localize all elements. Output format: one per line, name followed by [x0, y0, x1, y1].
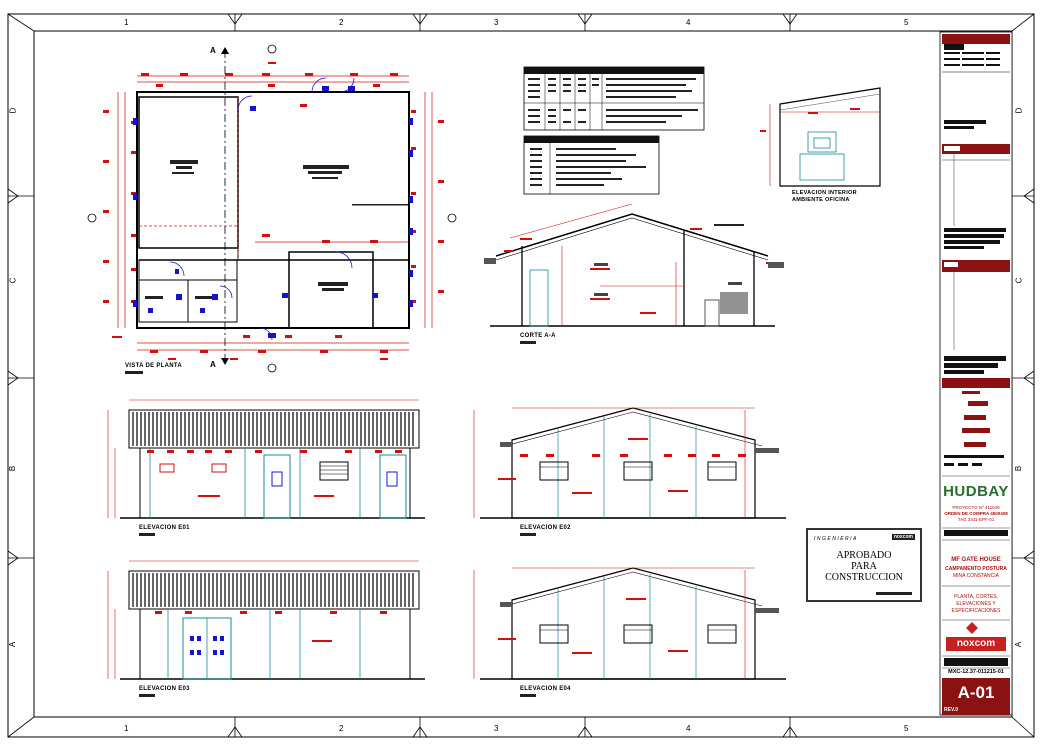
stamp-text: APROBADO PARA CONSTRUCCION	[808, 550, 920, 583]
section-a-a	[484, 203, 784, 327]
stamp-line-2: PARA	[851, 561, 877, 572]
grid-row-a-left: A	[8, 641, 18, 648]
client-logo: HUDBAY	[942, 482, 1010, 502]
project-subtitle-1: CAMPAMENTO POSTURA	[945, 566, 1007, 572]
spec-tables	[523, 66, 705, 195]
plan-view-label: VISTA DE PLANTA	[125, 363, 183, 369]
grid-col-1-top: 1	[124, 18, 129, 27]
approval-stamp: INGENIERIA noxcom APROBADO PARA CONSTRUC…	[806, 528, 922, 602]
elevation-e03-label: ELEVACION E03	[139, 686, 190, 692]
grid-col-4-top: 4	[686, 18, 691, 27]
revision: REV.0	[944, 707, 958, 713]
elevation-e04	[473, 567, 786, 680]
grid-col-5-bottom: 5	[904, 724, 909, 733]
stamp-signature-bar	[876, 592, 912, 595]
floor-plan	[87, 44, 457, 373]
cut-marker-top: A	[210, 46, 216, 55]
interior-elevation-label: ELEVACION INTERIOR AMBIENTE OFICINA	[792, 190, 876, 204]
section-view-label: CORTE A-A	[520, 333, 556, 339]
drawing-title-2: ELEVACIONES Y	[956, 601, 996, 607]
stamp-logo: noxcom	[891, 534, 915, 540]
project-title: MF GATE HOUSE	[951, 557, 1001, 563]
drawing-title-1: PLANTA, CORTES,	[954, 594, 998, 600]
grid-col-2-top: 2	[339, 18, 344, 27]
grid-row-a-right: A	[1014, 641, 1024, 648]
grid-col-2-bottom: 2	[339, 724, 344, 733]
grid-row-b-right: B	[1014, 465, 1024, 472]
stamp-line-1: APROBADO	[836, 550, 892, 561]
elevation-e04-label: ELEVACION E04	[520, 686, 571, 692]
contractor-logo: noxcom	[946, 637, 1006, 651]
interior-elevation	[760, 87, 881, 199]
client-tag: TAG 3411-EPF-01	[957, 517, 995, 522]
drawing-title-3: ESPECIFICACIONES	[951, 608, 1001, 614]
elevation-e03	[107, 560, 425, 680]
grid-row-d-right: D	[1014, 107, 1024, 114]
grid-row-c-right: C	[1014, 277, 1024, 284]
elevation-e01	[107, 399, 425, 519]
sheet-number-box	[942, 678, 1010, 715]
sheet-number: A-01	[957, 683, 995, 702]
grid-row-b-left: B	[8, 465, 18, 472]
client-project-number: PROYECTO Nº 411049	[952, 505, 1000, 510]
grid-row-d-left: D	[8, 107, 18, 114]
grid-col-3-top: 3	[494, 18, 499, 27]
elevation-e02-label: ELEVACION E02	[520, 525, 571, 531]
stamp-header: INGENIERIA	[814, 536, 858, 542]
elevation-e02	[473, 407, 786, 519]
title-block-graphics	[939, 31, 1013, 716]
stamp-line-3: CONSTRUCCION	[825, 572, 903, 583]
elevation-e01-label: ELEVACION E01	[139, 525, 190, 531]
grid-row-c-left: C	[8, 277, 18, 284]
grid-col-1-bottom: 1	[124, 724, 129, 733]
project-subtitle-2: MINA CONSTANCIA	[952, 573, 1000, 579]
document-number: MXC-12.37-011215-01	[948, 669, 1004, 675]
grid-col-5-top: 5	[904, 18, 909, 27]
cut-marker-bottom: A	[210, 360, 216, 369]
grid-col-3-bottom: 3	[494, 724, 499, 733]
client-order-number: ORDEN DE COMPRA 4500408	[944, 511, 1008, 516]
grid-col-4-bottom: 4	[686, 724, 691, 733]
